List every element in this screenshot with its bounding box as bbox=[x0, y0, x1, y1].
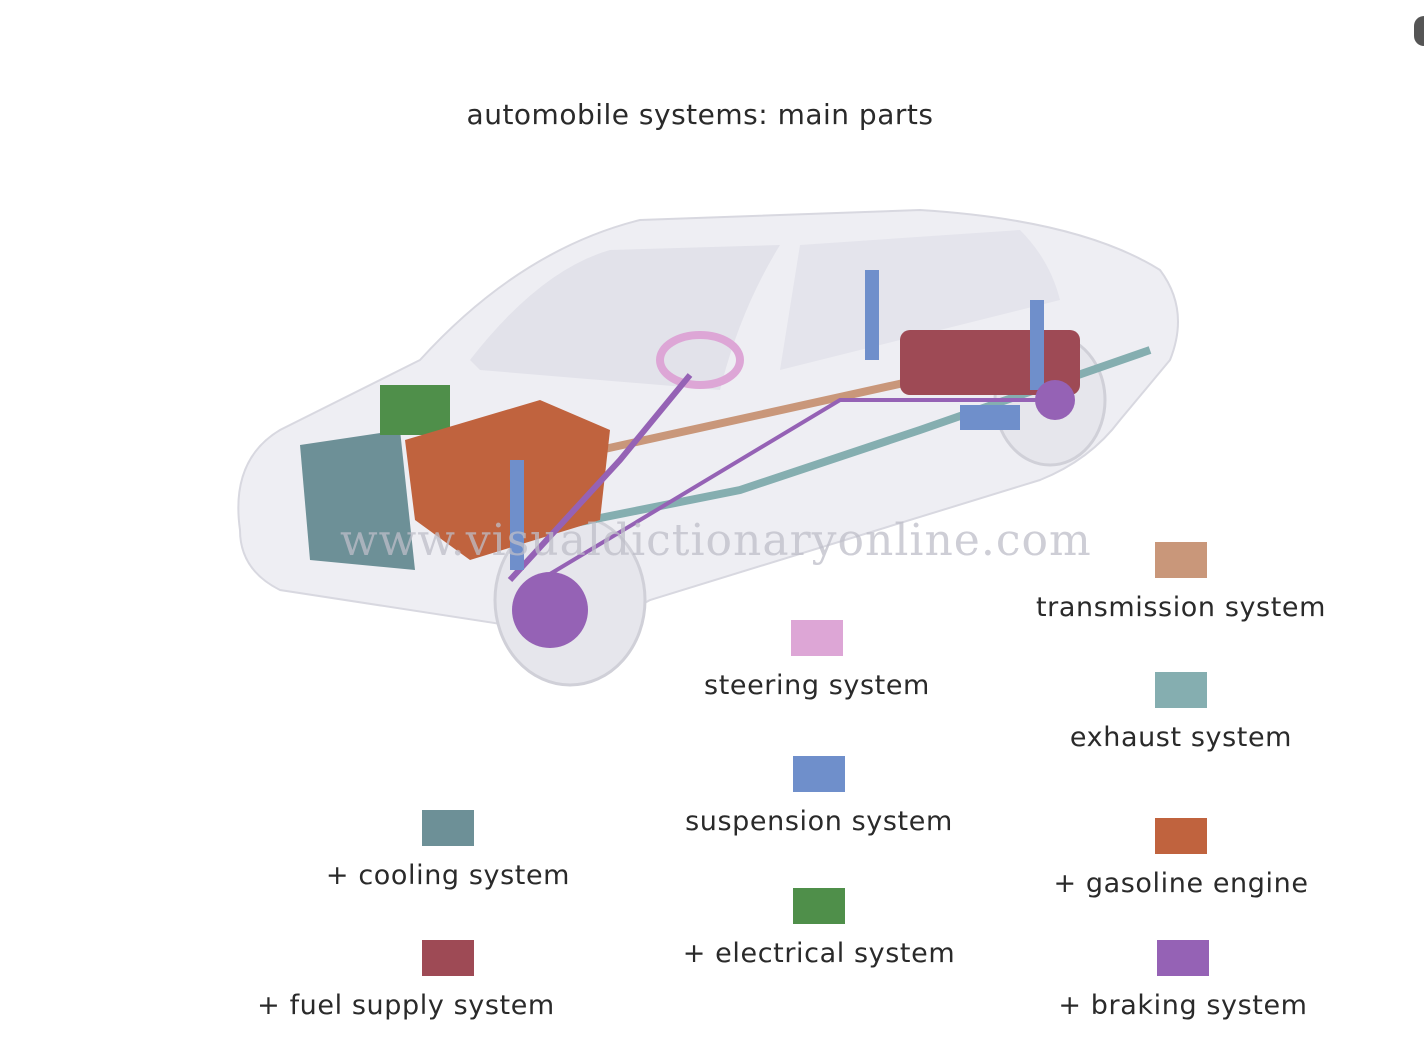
legend-swatch bbox=[791, 620, 843, 656]
rear-strut-left bbox=[865, 270, 879, 360]
legend-swatch bbox=[1155, 818, 1207, 854]
legend-label[interactable]: + fuel supply system bbox=[257, 990, 555, 1021]
legend-label[interactable]: + cooling system bbox=[325, 860, 571, 891]
legend-label[interactable]: + braking system bbox=[1058, 990, 1308, 1021]
rear-brake-disc bbox=[1035, 380, 1075, 420]
legend-swatch bbox=[1157, 940, 1209, 976]
brake-lines bbox=[538, 398, 1050, 582]
steering-wheel bbox=[656, 331, 744, 389]
legend-label: steering system bbox=[704, 670, 930, 701]
diagram-title: automobile systems: main parts bbox=[466, 98, 934, 131]
rear-strut-right bbox=[1030, 300, 1044, 390]
windshield bbox=[470, 245, 780, 390]
steering-column bbox=[507, 373, 693, 583]
battery bbox=[380, 385, 450, 435]
watermark: www.visualdictionaryonline.com bbox=[340, 515, 1092, 566]
legend-item-electrical[interactable]: + electrical system bbox=[639, 888, 999, 969]
legend-label[interactable]: suspension system bbox=[685, 806, 953, 837]
legend-swatch bbox=[793, 756, 845, 792]
legend-label[interactable]: + gasoline engine bbox=[1053, 868, 1309, 899]
rear-arm bbox=[960, 405, 1020, 430]
side-windows bbox=[780, 230, 1060, 370]
corner-icon bbox=[1414, 16, 1424, 46]
legend-item-gasoline-engine[interactable]: + gasoline engine bbox=[1001, 818, 1361, 899]
legend-swatch bbox=[1155, 542, 1207, 578]
legend-item-exhaust: exhaust system bbox=[1001, 672, 1361, 753]
legend-label: transmission system bbox=[1035, 592, 1327, 623]
legend-swatch bbox=[422, 940, 474, 976]
legend-item-fuel-supply[interactable]: + fuel supply system bbox=[257, 940, 628, 1021]
legend-label[interactable]: + electrical system bbox=[682, 938, 956, 969]
legend-item-transmission: transmission system bbox=[1001, 542, 1361, 623]
car-illustration bbox=[237, 208, 1179, 687]
legend-label: exhaust system bbox=[1069, 722, 1293, 753]
radiator bbox=[300, 430, 415, 570]
legend-item-steering: steering system bbox=[637, 620, 997, 701]
engine bbox=[405, 400, 610, 560]
legend-swatch bbox=[422, 810, 474, 846]
legend-swatch bbox=[793, 888, 845, 924]
front-brake-disc bbox=[512, 572, 588, 648]
legend-swatch bbox=[1155, 672, 1207, 708]
legend-item-braking[interactable]: + braking system bbox=[1003, 940, 1363, 1021]
legend-item-suspension: suspension system bbox=[639, 756, 999, 837]
legend-item-cooling[interactable]: + cooling system bbox=[268, 810, 628, 891]
front-strut bbox=[510, 460, 524, 570]
